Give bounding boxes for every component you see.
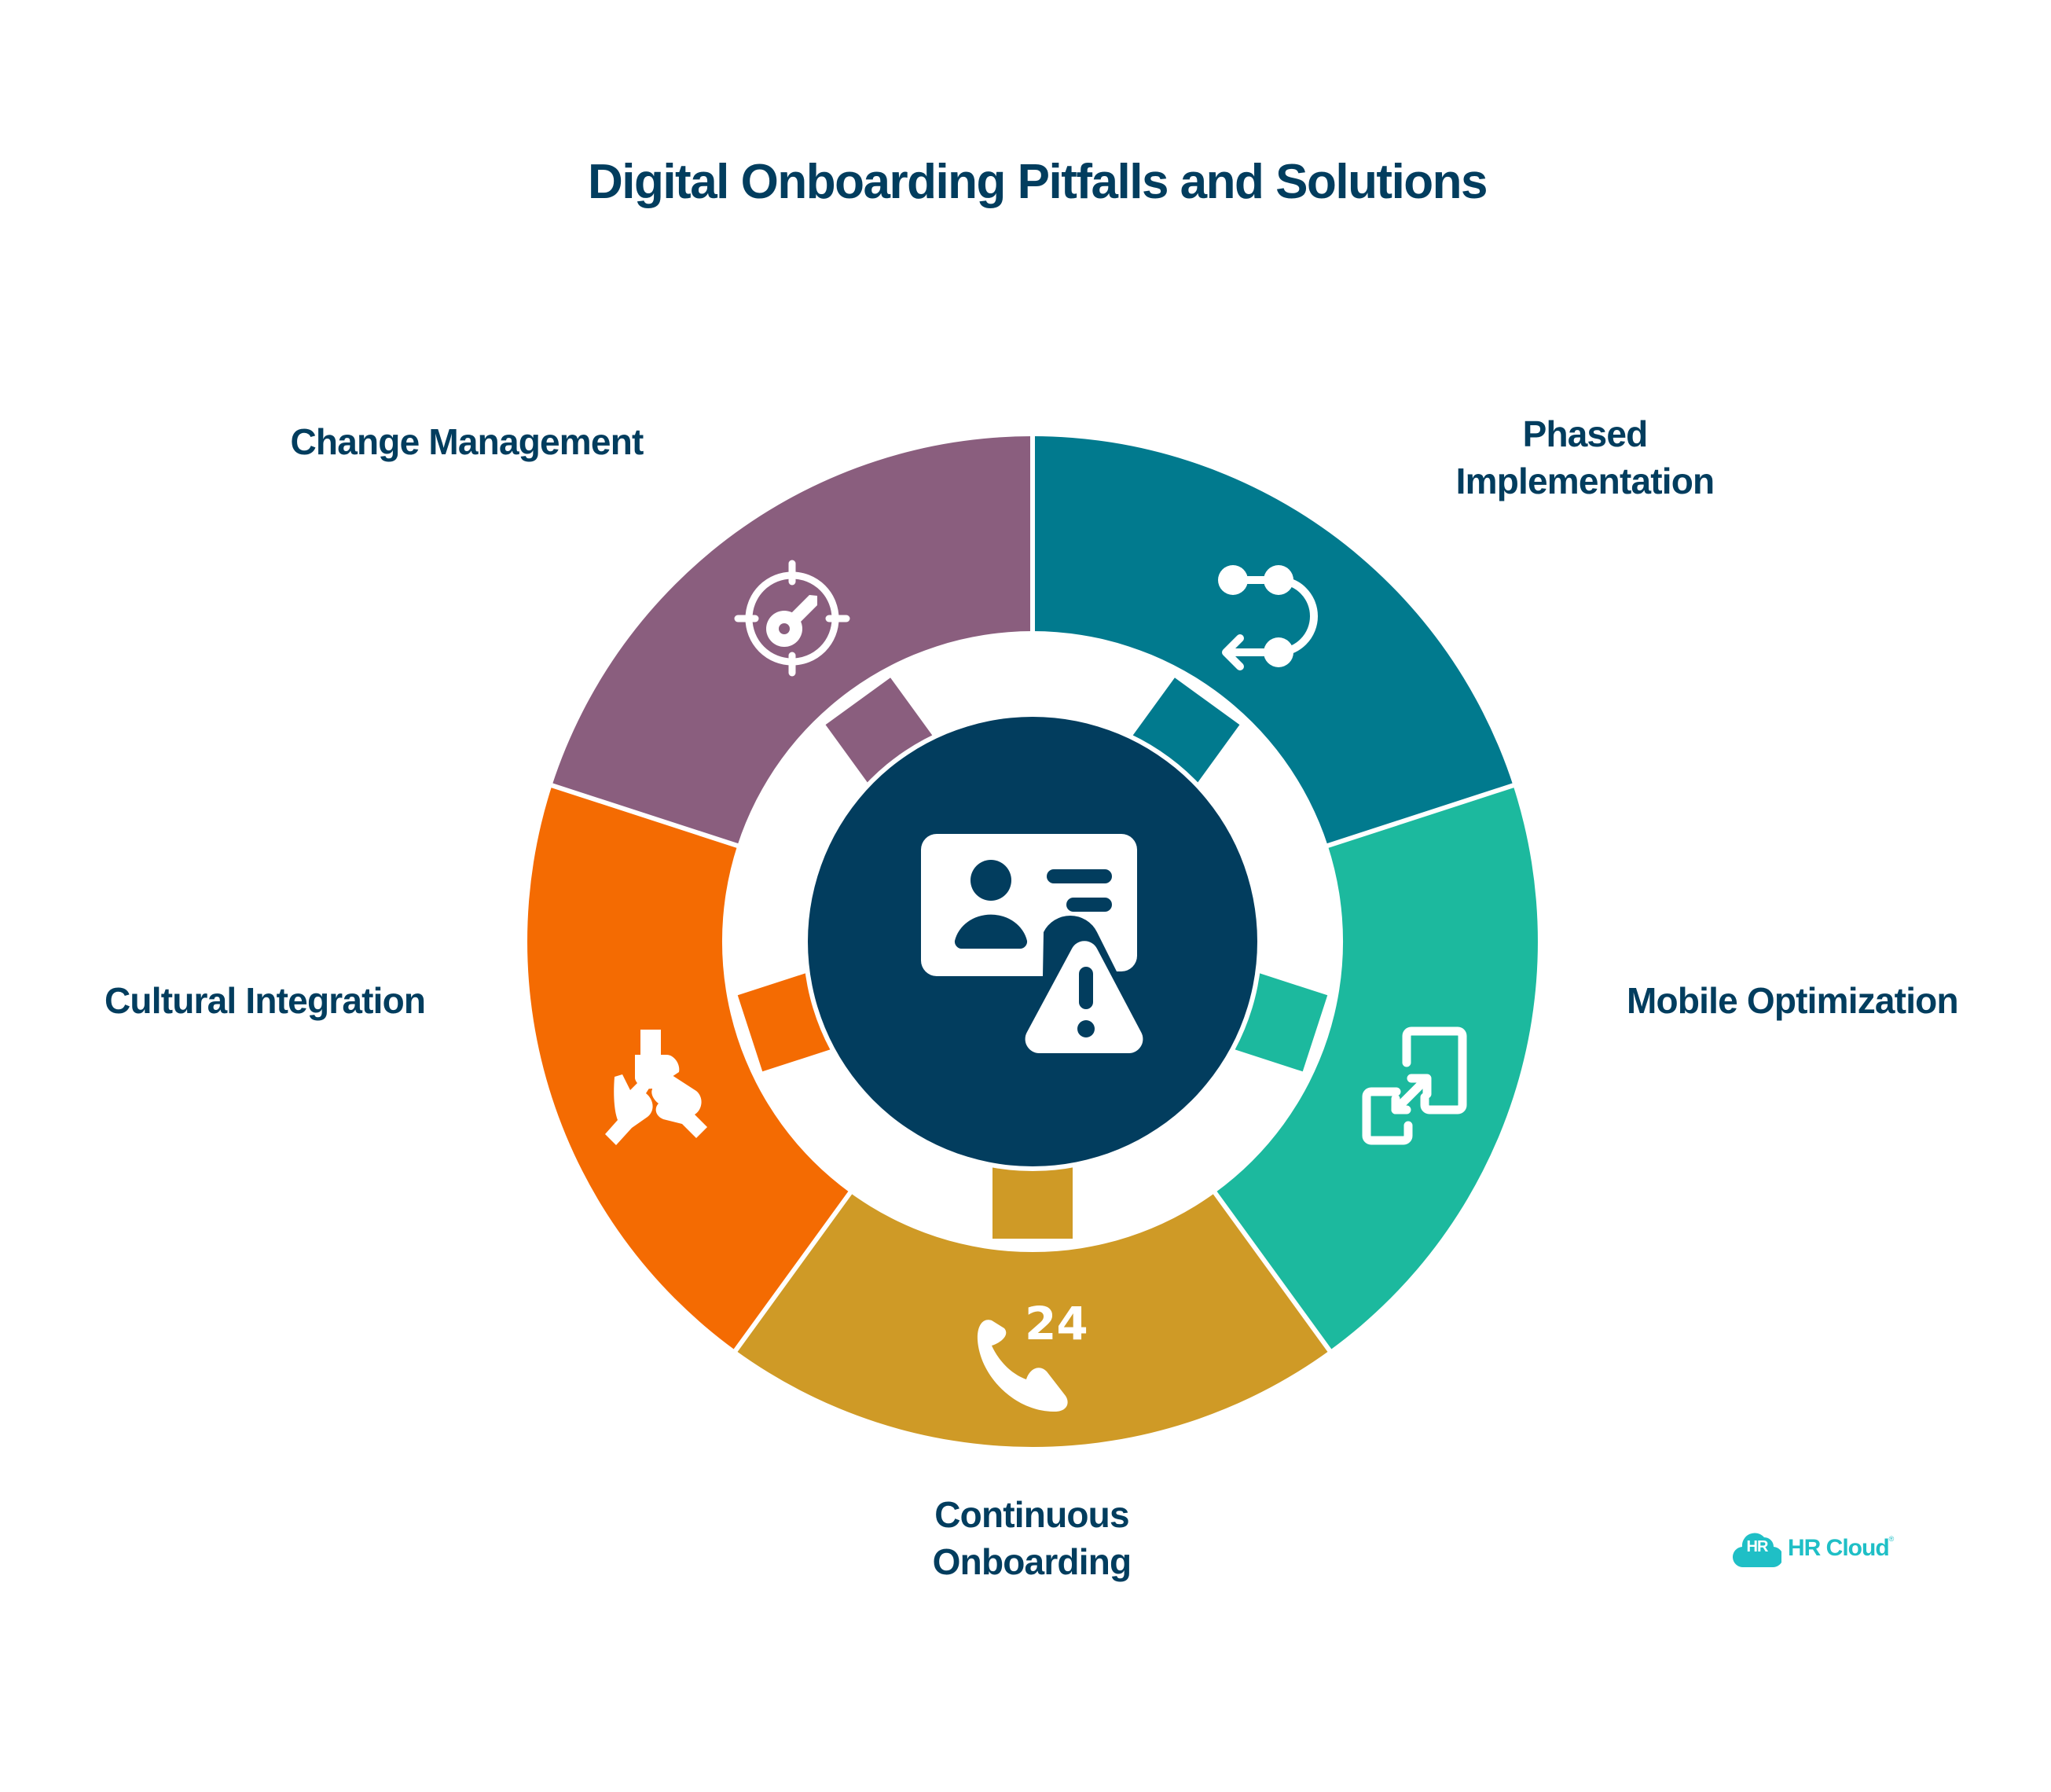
registered-mark: ®	[1888, 1535, 1895, 1543]
label-line: Change Management	[290, 421, 644, 462]
cloud-icon: HR	[1733, 1528, 1781, 1569]
label-change-management: Change Management	[262, 418, 671, 465]
label-line: Continuous	[934, 1494, 1129, 1535]
label-cultural-integration: Cultural Integration	[105, 977, 426, 1024]
target-key-icon	[734, 560, 850, 677]
label-mobile-optimization: Mobile Optimization	[1627, 977, 1959, 1024]
id-card-warning-icon	[921, 834, 1143, 1054]
page-title: Digital Onboarding Pitfalls and Solution…	[587, 155, 1488, 209]
label-line: Implementation	[1455, 461, 1715, 501]
logo-name-text: HR Cloud	[1788, 1535, 1890, 1561]
hr-cloud-logo: HR HR Cloud®	[1733, 1526, 1895, 1570]
route-arrow-icon	[1218, 565, 1318, 670]
logo-badge-text: HR	[1746, 1538, 1769, 1555]
label-line: Mobile Optimization	[1627, 980, 1959, 1021]
phone-24-icon: 24	[977, 1297, 1088, 1412]
resize-screens-icon	[1362, 1026, 1467, 1145]
svg-text:24: 24	[1025, 1297, 1088, 1350]
label-phased-implementation: Phased Implementation	[1428, 410, 1742, 505]
label-continuous-onboarding: Continuous Onboarding	[875, 1491, 1189, 1585]
label-line: Phased	[1522, 413, 1649, 454]
label-line: Onboarding	[932, 1541, 1132, 1582]
hands-together-icon	[605, 1030, 707, 1145]
logo-name: HR Cloud®	[1788, 1535, 1895, 1562]
label-line: Cultural Integration	[105, 980, 426, 1021]
